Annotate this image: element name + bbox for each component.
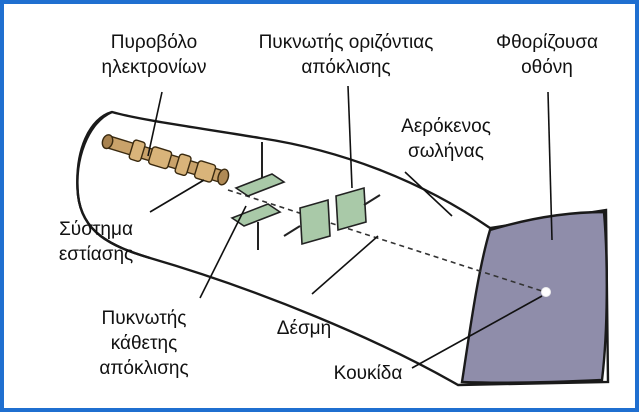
fluorescent-screen	[460, 210, 608, 385]
label-horizontal-plates-line2: απόκλισης	[301, 57, 390, 78]
label-screen-line2: οθόνη	[521, 57, 573, 78]
electron-beam	[227, 189, 546, 293]
vertical-deflection-plates	[230, 142, 286, 250]
electron-gun-graphic	[101, 134, 230, 186]
label-electron-gun-line2: ηλεκτρονίων	[102, 57, 207, 78]
label-electron-gun-line1: Πυροβόλο	[111, 32, 197, 53]
label-spot: Κουκίδα	[334, 363, 403, 384]
spot-dot	[541, 287, 551, 297]
label-focus-system-line2: εστίασης	[59, 244, 133, 265]
leader-lines	[147, 85, 553, 369]
horizontal-deflection-plates	[283, 186, 381, 246]
label-beam: Δέσμη	[277, 318, 331, 339]
tube-back-cap	[76, 110, 151, 260]
label-vertical-plates-line1: Πυκνωτής	[102, 308, 187, 329]
label-vacuum-tube-line1: Αερόκενος	[401, 116, 491, 137]
label-vertical-plates-line2: κάθετης	[111, 333, 178, 354]
label-horizontal-plates-line1: Πυκνωτής οριζόντιας	[259, 32, 434, 53]
label-focus-system-line1: Σύστημα	[59, 219, 133, 240]
label-vertical-plates-line3: απόκλισης	[99, 358, 188, 379]
label-vacuum-tube-line2: σωλήνας	[408, 141, 484, 162]
label-screen-line1: Φθορίζουσα	[496, 32, 598, 53]
